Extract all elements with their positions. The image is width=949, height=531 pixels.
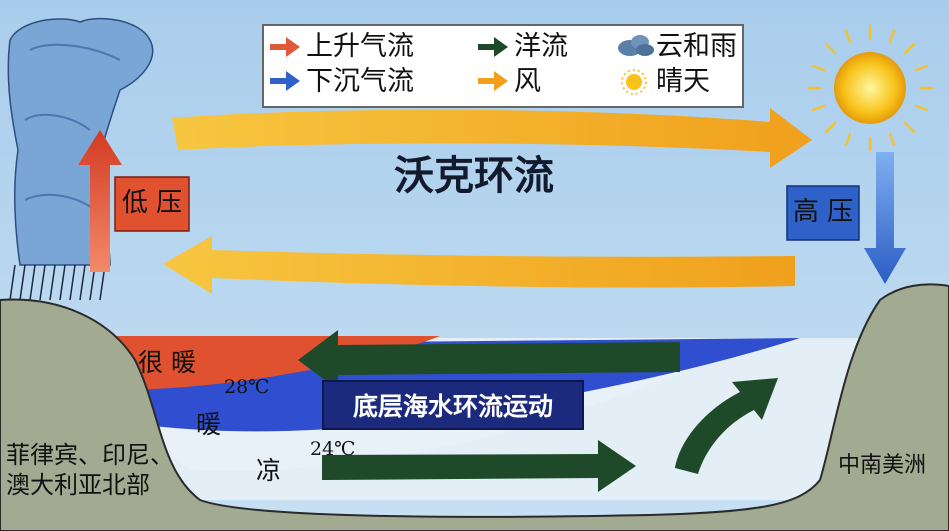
sun-icon — [806, 24, 934, 152]
layer-label-warm: 暖 — [196, 410, 222, 439]
deep-current-arrow — [322, 440, 636, 492]
region-label-west-line1: 菲律宾、印尼、 — [6, 441, 174, 469]
legend-label-rising-air: 上升气流 — [306, 31, 414, 62]
layer-label-very-warm: 很 暖 — [138, 348, 196, 377]
region-label-west: 菲律宾、印尼、 澳大利亚北部 — [6, 440, 174, 500]
high-pressure-label: 高 压 — [792, 197, 854, 227]
seabed-and-land — [0, 283, 949, 531]
low-pressure-label: 低 压 — [121, 188, 183, 218]
high-pressure-box — [786, 185, 860, 241]
rising-air-arrow — [78, 130, 122, 272]
legend-label-sunny: 晴天 — [656, 66, 710, 97]
upper-wind-arrow — [172, 108, 812, 168]
temperature-label-28: 28℃ — [224, 376, 270, 398]
diagram-title: 沃克环流 — [394, 153, 554, 199]
sinking-air-arrow — [864, 152, 906, 284]
temperature-label-24: 24℃ — [310, 438, 356, 460]
legend-label-sinking-air: 下沉气流 — [306, 66, 414, 97]
upwelling-current-arrow — [675, 378, 778, 474]
region-label-east: 中南美洲 — [838, 453, 927, 478]
legend-label-ocean-current: 洋流 — [514, 31, 568, 62]
bottom-circulation-banner: 底层海水环流运动 — [322, 380, 584, 430]
layer-label-cool: 凉 — [256, 456, 282, 485]
legend-label-wind: 风 — [514, 66, 541, 97]
region-label-west-line2: 澳大利亚北部 — [6, 471, 150, 499]
legend-label-cloud-rain: 云和雨 — [656, 31, 737, 62]
low-pressure-box — [114, 176, 190, 232]
lower-wind-arrow — [163, 236, 795, 294]
surface-current-arrow — [298, 330, 680, 390]
